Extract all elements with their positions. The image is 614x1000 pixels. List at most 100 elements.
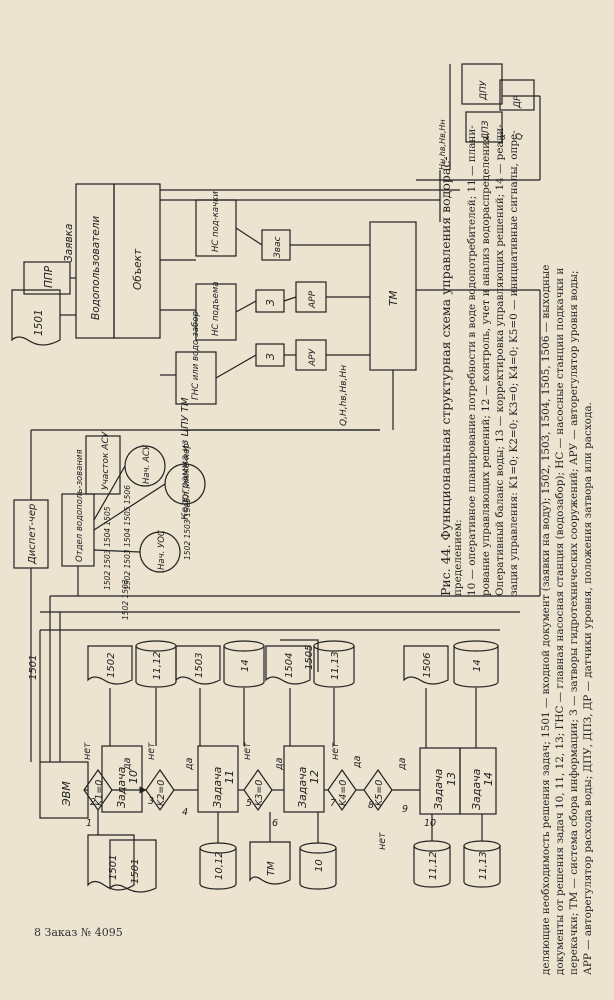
caption-line-8: АРР — авторегулятор расхода воды; ДПУ, Д…	[582, 402, 594, 975]
doc-1506-label: 1506	[422, 653, 433, 678]
decision-k5	[363, 768, 393, 812]
zayavka-label: Заявка	[63, 224, 75, 262]
doc-1501-top-label: 1501	[33, 309, 45, 336]
net-label-4: нет	[330, 742, 341, 760]
net-label-5: нет	[377, 832, 388, 850]
caption-line-2: рование управляющих решений; 12 — контро…	[480, 132, 492, 596]
caption-line-5: деляющие необходимость решения задач; 15…	[540, 264, 552, 975]
doc-1504	[265, 645, 311, 685]
otdel-label: Отдел водополь-зования	[75, 449, 85, 562]
num-7: 7	[330, 798, 336, 809]
num-1: 1	[86, 818, 92, 829]
store-1112	[135, 640, 177, 688]
caption-line-6: документы от решения задач 10, 11, 12, 1…	[554, 267, 566, 975]
dispatcher-label: Диспет-чер	[27, 504, 38, 565]
task-14	[459, 747, 497, 815]
task-10-num: 10	[127, 770, 140, 784]
task-13-label: Задача	[432, 768, 445, 810]
tm-label: ТМ	[388, 291, 400, 306]
num-9: 9	[402, 804, 408, 815]
doc-1501-a-label: 1501	[108, 855, 119, 880]
num-6: 6	[272, 818, 278, 829]
caption-line-1: 10 — оперативное планирование потребност…	[466, 125, 478, 596]
store-14b-label: 14	[472, 659, 483, 672]
task-10	[101, 745, 143, 813]
ns-podema-label: НС подъема	[211, 281, 221, 336]
arr-label: АРР	[308, 290, 318, 309]
decision-k4-label: K4=0	[338, 780, 349, 806]
store-1113	[313, 640, 355, 688]
page-footer: 8 Заказ № 4095	[34, 926, 123, 939]
decision-k4	[327, 768, 357, 812]
net-label-2: нет	[146, 742, 157, 760]
caption-title: Рис. 44. Функциональная структурная схем…	[438, 156, 453, 596]
num-2: 2	[90, 797, 96, 808]
task-10-label: Задача	[115, 766, 128, 808]
dpu-label: ДПУ	[479, 80, 489, 101]
caption-line-0: пределением:	[452, 519, 464, 596]
doc-1506	[403, 645, 449, 685]
decision-k3-label: K3=0	[254, 780, 265, 806]
da-label-4: да	[352, 755, 363, 769]
da-label-2: да	[184, 757, 195, 771]
num-4: 4	[182, 807, 188, 818]
doc-1501-b-label: 1501	[130, 859, 141, 884]
nach-asu-label: Нач. АСУ	[142, 444, 152, 484]
num-5: 5	[246, 798, 252, 809]
doc-1505	[280, 639, 319, 672]
caption-line-7: перекачки; ТМ — система сбора информации…	[568, 270, 580, 975]
store-14a-label: 14	[240, 659, 251, 672]
z-label-2: З	[265, 299, 277, 306]
zvas-label: Звас	[273, 236, 283, 258]
gl-ing-label: Гл. инже-нер	[182, 443, 192, 502]
alpha-label: α	[498, 134, 508, 140]
obekt-block	[113, 183, 161, 339]
store-1012-label: 10,12	[214, 851, 225, 880]
doc-tm-input	[249, 841, 291, 885]
store-1113-label: 11,13	[330, 651, 341, 680]
vodopolzovateli-label: Водопользователи	[90, 216, 102, 320]
num-3: 3	[148, 796, 154, 807]
task-13-num: 13	[445, 772, 458, 786]
net-label-3: нет	[242, 742, 253, 760]
store-tm-label: ТМ	[266, 861, 277, 876]
kodogramma-label: Кодограмма из ЦПУ ТМ	[180, 397, 191, 520]
nach-uos-label: Нач. УОС	[157, 530, 167, 570]
store-10-label: 10	[314, 859, 325, 872]
doc-1501-b	[109, 839, 157, 893]
doc-1502	[87, 645, 133, 685]
store-1112-label: 11,12	[152, 651, 163, 680]
docs-list-3: 1502 1503 1505	[183, 498, 192, 560]
ppr-label: ППР	[43, 265, 55, 288]
net-label-1: нет	[82, 742, 93, 760]
dpz-label: ДПЗ	[481, 120, 491, 141]
dr-label: ДР	[513, 95, 523, 109]
decision-k5-label: K5=0	[374, 780, 385, 806]
gns-label: ГНС или водо-забор	[191, 311, 201, 400]
decision-k3	[243, 768, 273, 812]
num-8: 8	[368, 800, 374, 811]
meas-top-label: Hн,hв,Hв,Hн	[438, 119, 447, 170]
decision-k2-label: K2=0	[156, 780, 167, 806]
uchastok-label: Участок АСУ	[101, 431, 111, 490]
q-label: Q	[515, 133, 525, 140]
store-1113-b-label: 11,13	[478, 851, 489, 880]
da-label-1: да	[122, 757, 133, 771]
task-11-label: Задача	[211, 766, 224, 808]
obekt-label: Объект	[132, 248, 144, 290]
uchastok-block	[85, 435, 121, 495]
doc-1505-label: 1505	[304, 645, 315, 670]
dr-block	[499, 79, 535, 111]
task-14-num: 14	[482, 772, 495, 786]
task-12	[283, 745, 325, 813]
dpz-block	[465, 111, 503, 143]
da-label-5: да	[397, 757, 408, 771]
docs-list-1: 1502 1503 1504 1505	[103, 506, 112, 590]
docs-list-2: 1502 1503 1504 1505 1506	[123, 485, 132, 590]
evm-label: ЭВМ	[60, 781, 73, 807]
doc-1501-top	[11, 289, 61, 346]
store-1112-b-label: 11,12	[428, 851, 439, 880]
task-12-num: 12	[308, 770, 321, 784]
doc-1501-a	[87, 834, 135, 891]
